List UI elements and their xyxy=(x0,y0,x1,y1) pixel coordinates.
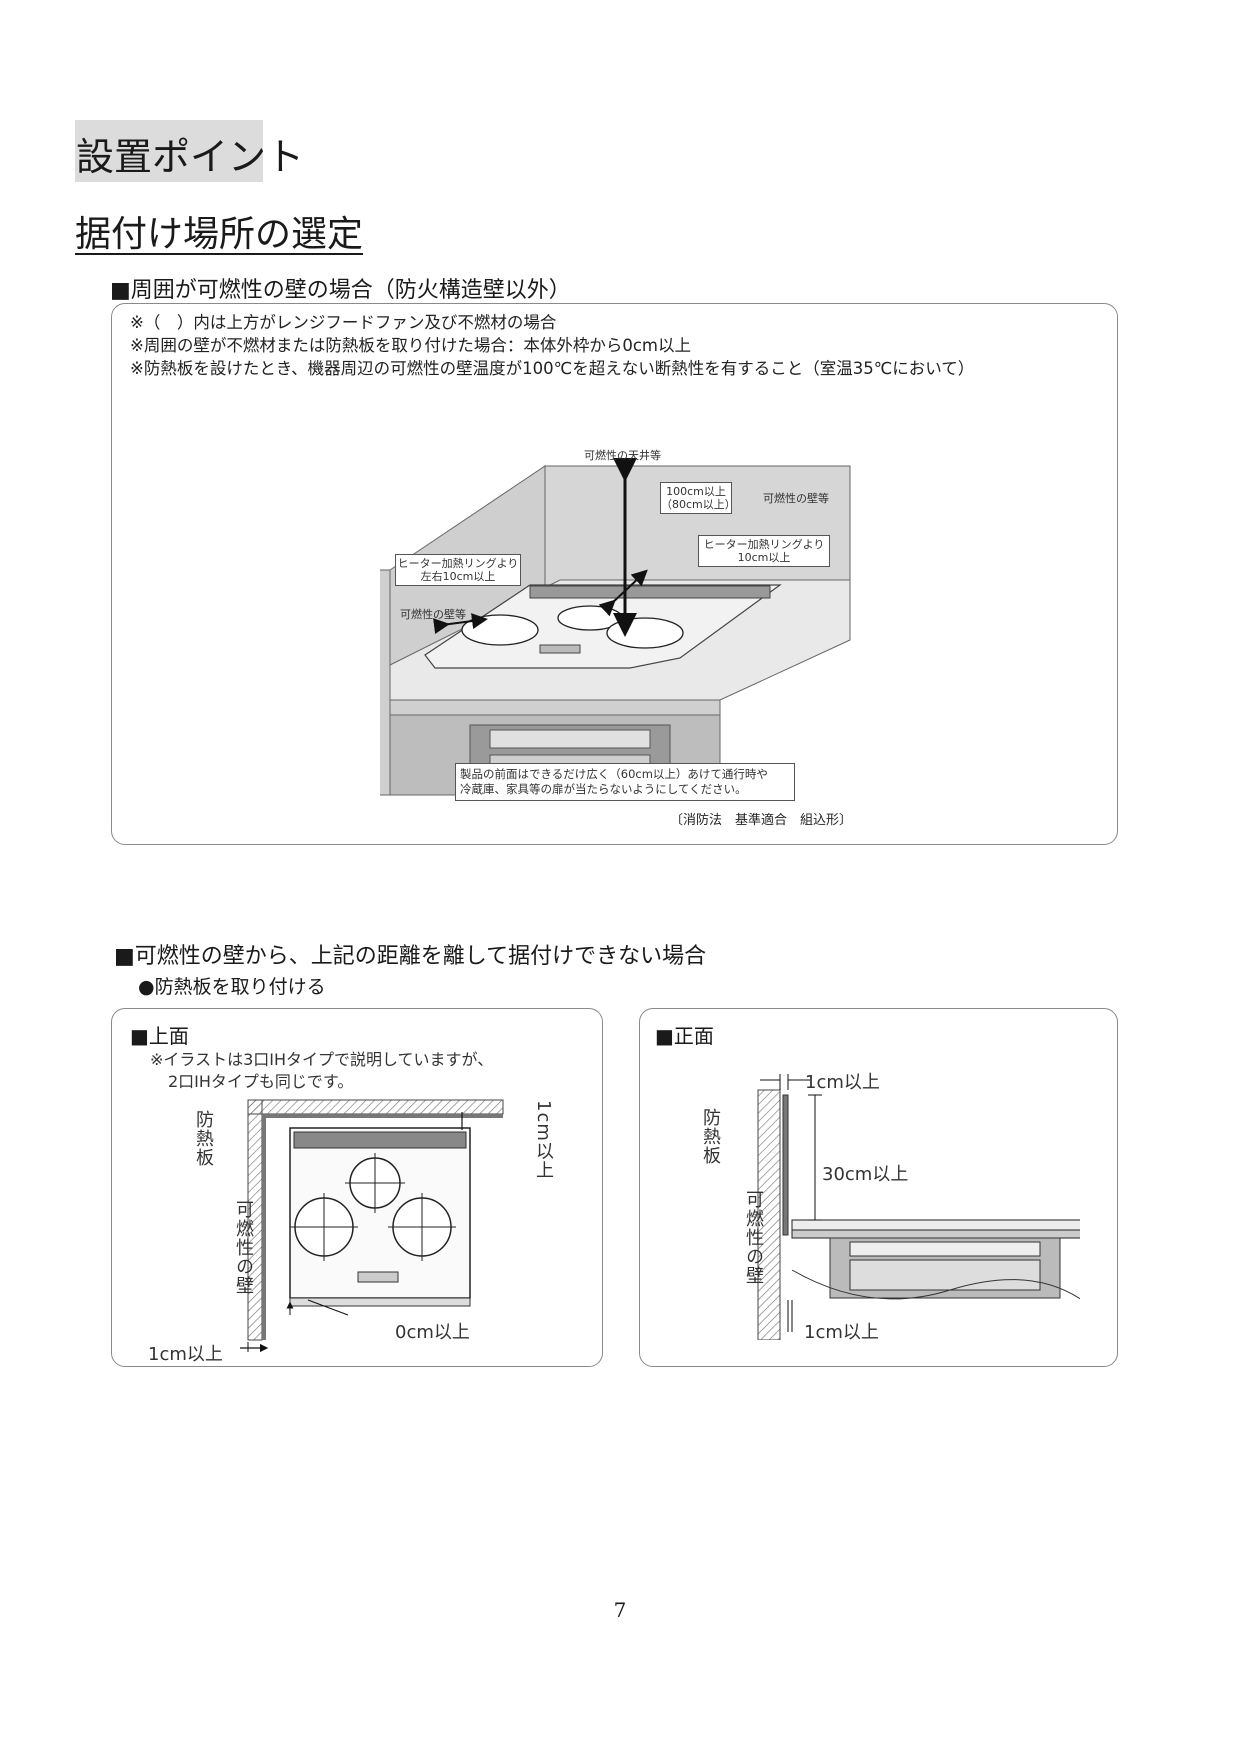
note-1: ※（ ）内は上方がレンジフードファン及び不燃材の場合 xyxy=(130,313,557,332)
page-number: 7 xyxy=(613,1598,627,1622)
front-view-panel xyxy=(639,1008,1118,1367)
side-ring-line2: 左右10cm以上 xyxy=(420,570,496,583)
top-view-diagram xyxy=(240,1099,504,1353)
front-clearance-callout: 製品の前面はできるだけ広く（60cm以上）あけて通行時や 冷蔵庫、家具等の扉が当… xyxy=(455,763,795,801)
title-highlight xyxy=(75,120,263,182)
height-callout: 100cm以上 （80cm以上） xyxy=(660,482,736,514)
side-ring-line1: ヒーター加熱リングより xyxy=(397,557,519,570)
top-wall-label: 可燃性の壁 xyxy=(233,1200,254,1295)
front-wall-label: 可燃性の壁 xyxy=(743,1190,764,1285)
top-view-note-1: ※イラストは3口IHタイプで説明していますが、 xyxy=(150,1050,494,1069)
top-dim-front: 0cm以上 xyxy=(395,1322,470,1343)
page-subtitle: 据付け場所の選定 xyxy=(75,214,364,255)
wall-back-label: 可燃性の壁等 xyxy=(763,492,829,505)
top-view-title: ■上面 xyxy=(130,1024,189,1048)
wall-side-label: 可燃性の壁等 xyxy=(400,608,466,621)
front-view-diagram xyxy=(757,1074,1080,1340)
top-dim-side: 1cm以上 xyxy=(148,1344,223,1365)
side-ring-callout: ヒーター加熱リングより 左右10cm以上 xyxy=(395,554,521,586)
section1-title: ■周囲が可燃性の壁の場合（防火構造壁以外） xyxy=(110,278,571,303)
back-ring-callout: ヒーター加熱リングより 10cm以上 xyxy=(698,535,830,567)
top-view-note-2: 2口IHタイプも同じです。 xyxy=(168,1072,354,1091)
front-line1: 製品の前面はできるだけ広く（60cm以上）あけて通行時や xyxy=(460,767,768,781)
note-2: ※周囲の壁が不燃材または防熱板を取り付けた場合：本体外枠から0cm以上 xyxy=(130,336,691,355)
back-ring-line2: 10cm以上 xyxy=(737,551,791,564)
page-title: 設置ポイント xyxy=(76,135,305,179)
front-line2: 冷蔵庫、家具等の扉が当たらないようにしてください。 xyxy=(460,782,747,796)
compliance-label: 〔消防法 基準適合 組込形〕 xyxy=(670,813,853,828)
note-3: ※防熱板を設けたとき、機器周辺の可燃性の壁温度が100℃を超えない断熱性を有する… xyxy=(130,359,975,378)
section2-title: ■可燃性の壁から、上記の距離を離して据付けできない場合 xyxy=(114,944,707,969)
back-ring-line1: ヒーター加熱リングより xyxy=(703,538,825,551)
front-view-title: ■正面 xyxy=(655,1024,714,1048)
height-alt: （80cm以上） xyxy=(661,498,736,511)
section2-bullet: ●防熱板を取り付ける xyxy=(138,976,326,998)
front-heat-shield-label: 防熱板 xyxy=(700,1108,721,1165)
front-dim-height: 30cm以上 xyxy=(822,1164,909,1185)
height-main: 100cm以上 xyxy=(666,485,726,498)
top-heat-shield-label: 防熱板 xyxy=(193,1110,214,1167)
top-dim-top: 1cm以上 xyxy=(533,1100,554,1180)
front-dim-bottom: 1cm以上 xyxy=(804,1322,879,1343)
ceiling-label: 可燃性の天井等 xyxy=(584,449,661,462)
front-dim-gap: 1cm以上 xyxy=(805,1072,880,1093)
